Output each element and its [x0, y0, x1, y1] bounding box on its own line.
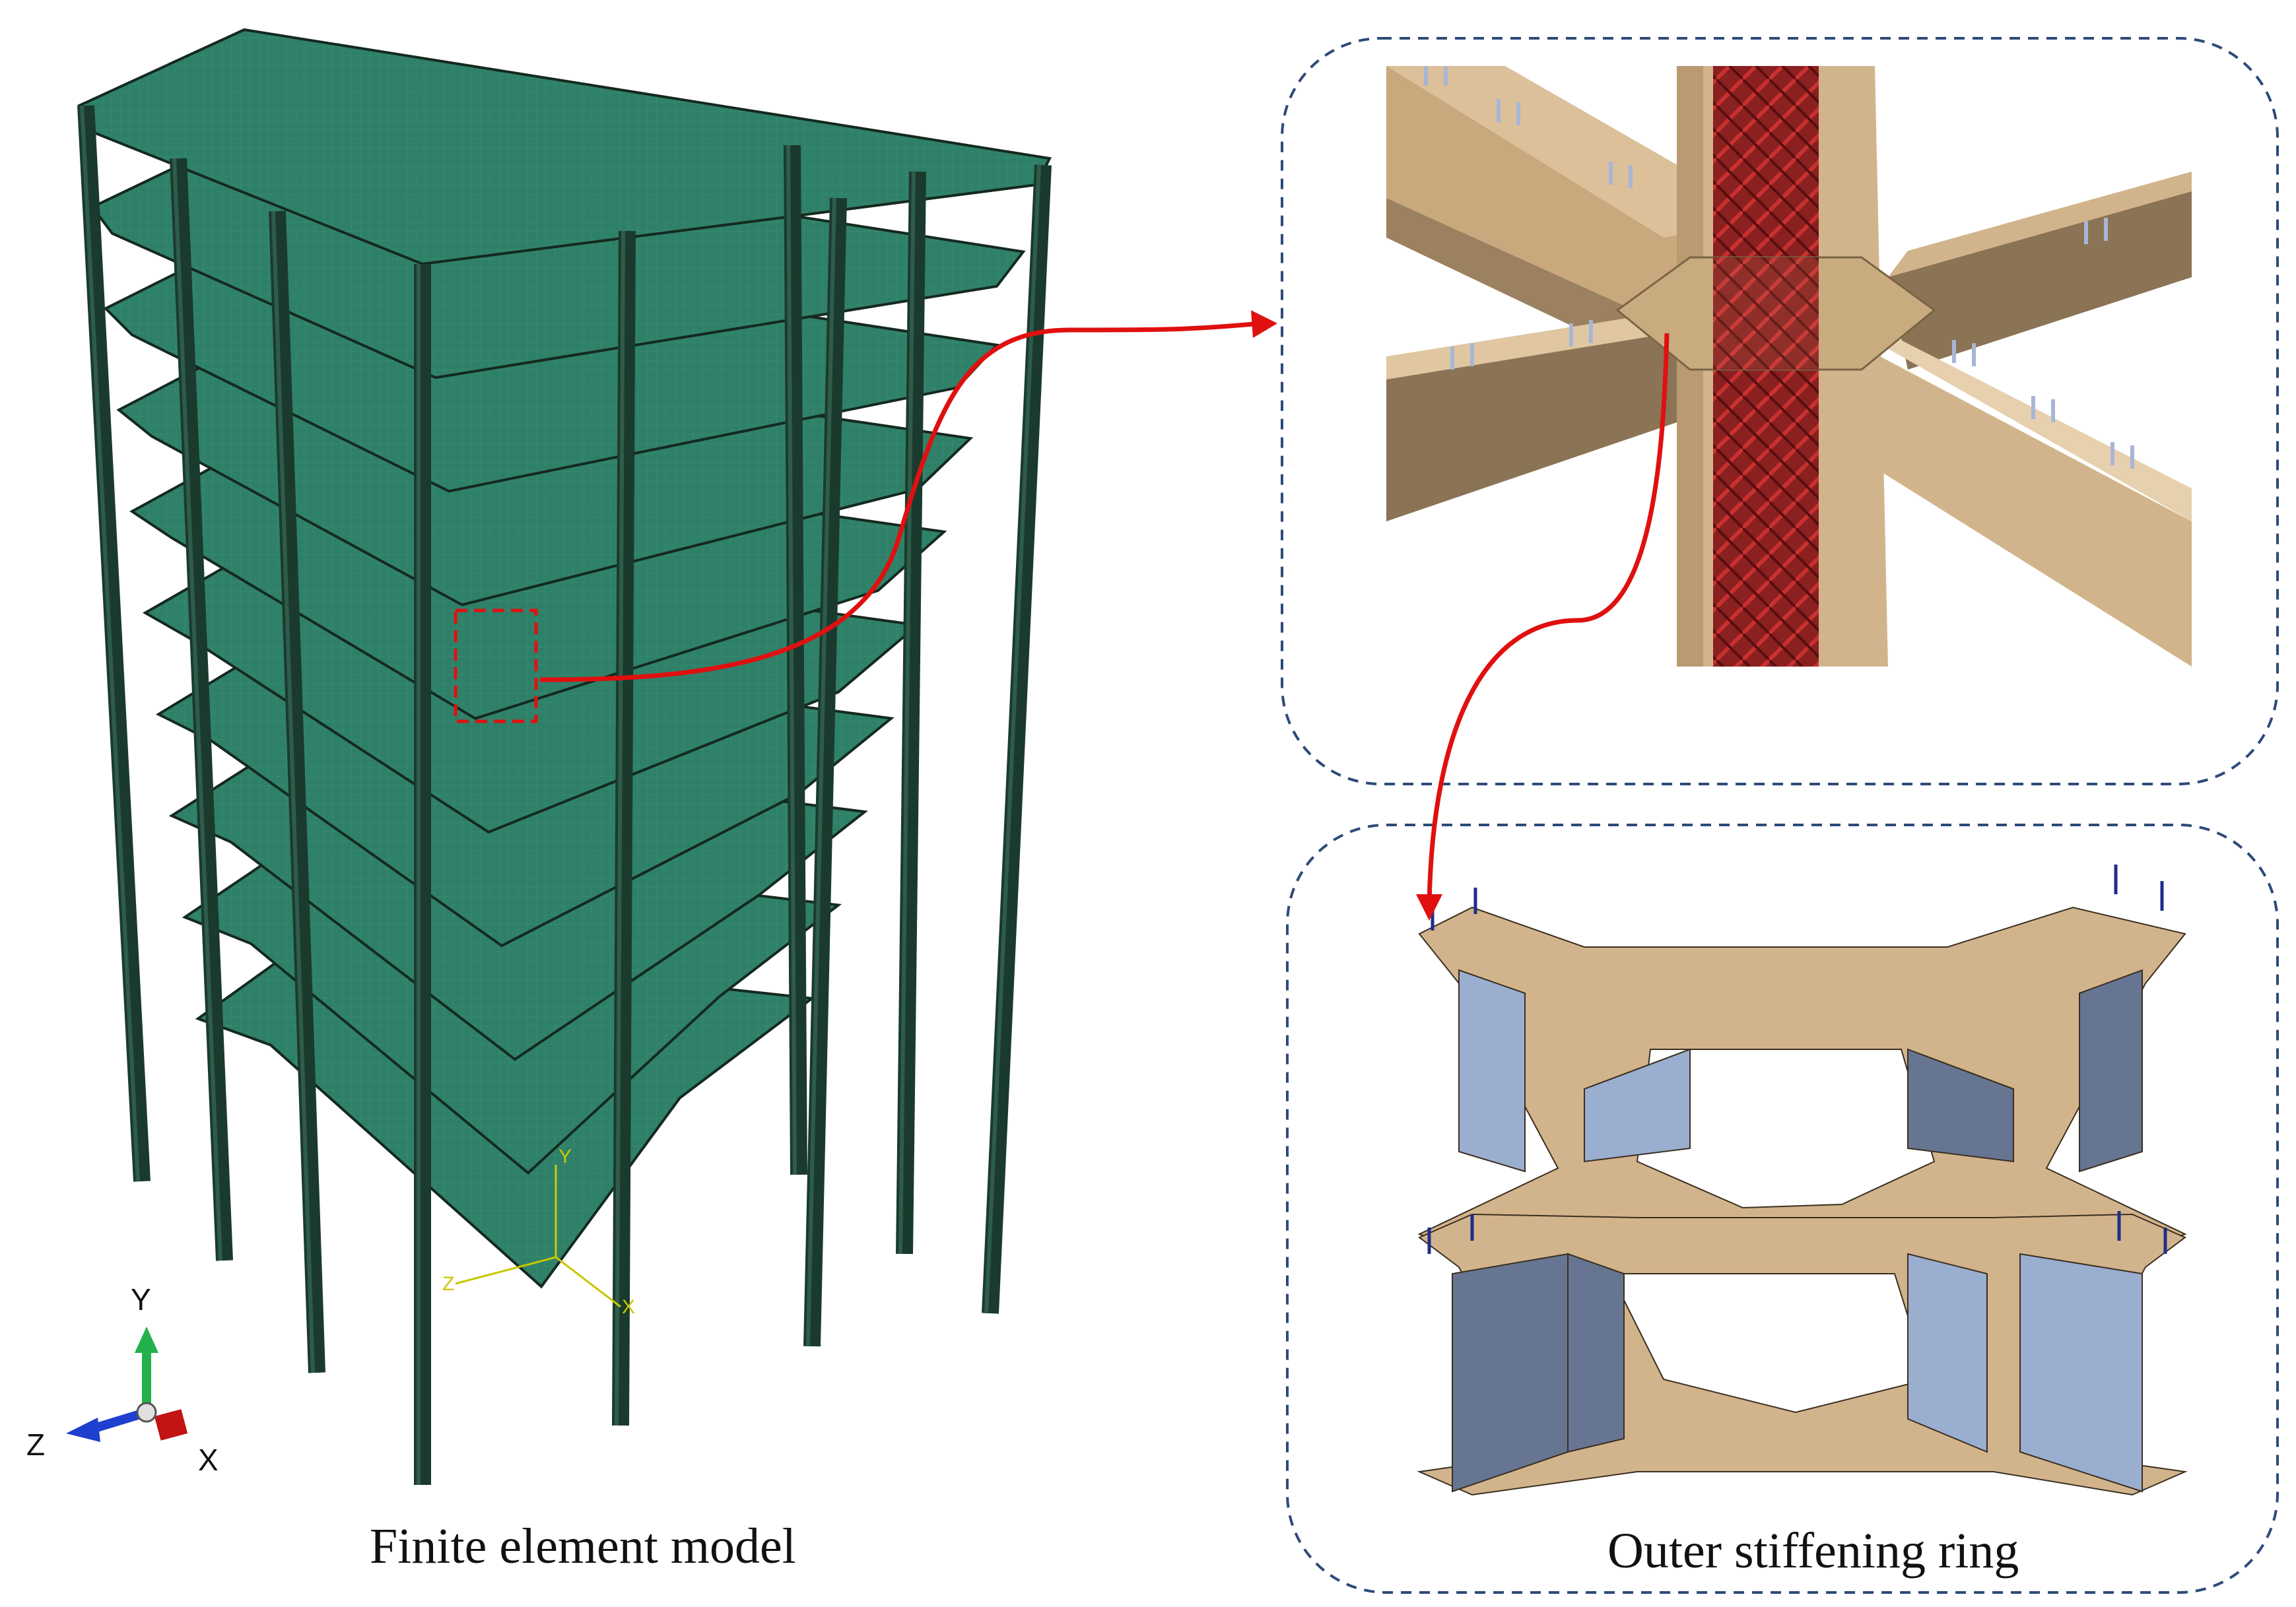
column-edge: [984, 164, 1041, 1314]
highlight-box: [454, 608, 538, 723]
triad-z-label: Z: [26, 1427, 45, 1462]
detail-panel-joint: [1281, 37, 2279, 785]
stiffening-ring: [1417, 865, 2188, 1496]
triad-x-label: X: [198, 1443, 219, 1477]
column: [269, 211, 325, 1373]
arrowhead-ring: [1416, 894, 1442, 921]
building-model: [77, 28, 1052, 1485]
local-x-label: X: [622, 1296, 635, 1318]
column-edge: [271, 211, 315, 1373]
column-edge: [172, 158, 222, 1261]
arrow-to-stiffening-ring: [1427, 333, 1670, 905]
local-axis-triad: Y Z X: [442, 1146, 635, 1318]
column: [170, 158, 233, 1261]
axis-triad: Y Z X: [26, 1282, 219, 1477]
column: [612, 230, 636, 1426]
connector-arrows: [539, 321, 1670, 905]
column-edge: [806, 197, 836, 1347]
caption-outer-stiffening-ring: Outer stiffening ring: [1607, 1523, 2019, 1579]
arrowhead-joint: [1251, 310, 1277, 338]
local-z-label: Z: [442, 1273, 454, 1295]
column-edge: [898, 171, 916, 1255]
column: [982, 164, 1052, 1314]
column-edge: [615, 230, 625, 1426]
column: [77, 105, 151, 1182]
triad-y-label: Y: [131, 1282, 151, 1317]
arrow-to-joint-detail: [539, 321, 1262, 682]
column: [803, 197, 847, 1347]
local-y-label: Y: [558, 1146, 572, 1167]
caption-finite-element-model: Finite element model: [370, 1519, 796, 1574]
column-edge: [80, 105, 140, 1182]
column-edge: [786, 145, 797, 1175]
detail-panel-ring: [1286, 824, 2279, 1594]
joint-detail: [1386, 66, 2192, 667]
column: [784, 145, 807, 1175]
column: [896, 171, 926, 1255]
